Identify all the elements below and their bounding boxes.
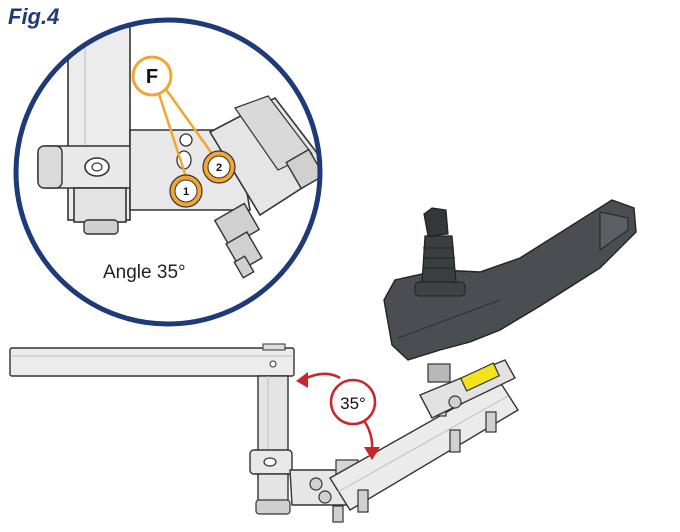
joystick-icon [414, 207, 466, 297]
zoom-frame [13, 17, 323, 327]
angle-arrow-icon [364, 447, 380, 460]
zoom-detail: F 2 1 Angle 35° [13, 17, 323, 327]
angle-marker: 35° [296, 372, 380, 460]
angle-arrow-icon [296, 372, 308, 388]
angle-badge-label: 35° [340, 394, 366, 413]
point-1-marker: 1 [169, 174, 203, 208]
bracket-accent [459, 362, 501, 392]
horizontal-tube [9, 347, 295, 377]
point-1-label: 1 [183, 186, 189, 198]
point-2-marker: 2 [202, 150, 236, 184]
figure-label: Fig.4 [8, 4, 60, 29]
zoom-bolt-assembly [213, 148, 320, 279]
callout-f: F [131, 55, 215, 178]
angle-badge [329, 378, 377, 426]
point-2-label: 2 [216, 162, 222, 174]
hex-nut-icon [309, 477, 323, 491]
main-assembly: 35° [9, 199, 637, 523]
zoom-hole-upper [179, 133, 193, 147]
callout-f-letter: F [146, 66, 158, 88]
angle-caption: Angle 35° [103, 262, 186, 283]
